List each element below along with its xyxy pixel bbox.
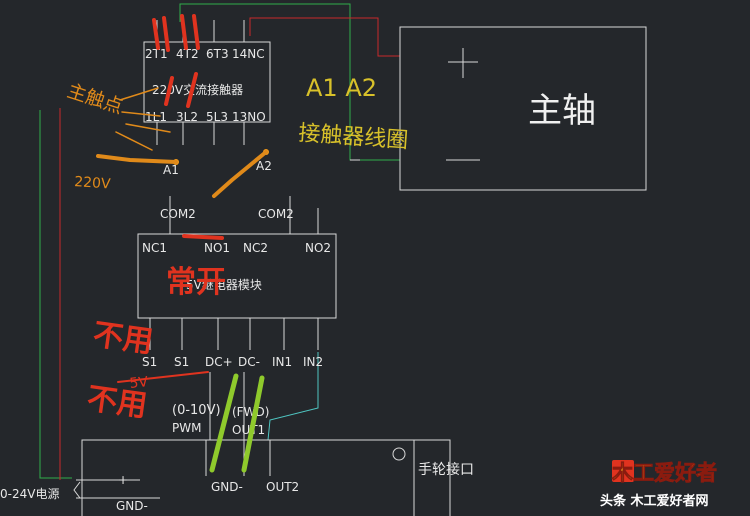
coil-a2-label: A2 bbox=[256, 159, 272, 173]
handwheel-box bbox=[413, 439, 451, 516]
watermark: 木工爱好者 头条 木工爱好者网 bbox=[600, 460, 717, 509]
green-wire-top bbox=[179, 3, 400, 161]
gnd-label: GND- bbox=[211, 480, 243, 494]
relay-pin: IN2 bbox=[303, 355, 323, 369]
power-label: 0-24V电源 bbox=[0, 487, 59, 501]
spindle-box bbox=[399, 26, 647, 191]
out1-label: OUT1 bbox=[232, 423, 265, 437]
relay-com1-label: COM2 bbox=[160, 207, 196, 221]
power-plus-label: + bbox=[118, 473, 128, 487]
relay-pin-nc2: NC2 bbox=[243, 241, 268, 255]
annotation-ignore-1: 不用 bbox=[91, 317, 155, 360]
power-gnd-label: GND- bbox=[116, 499, 148, 513]
contactor-pin: 2T1 bbox=[145, 47, 168, 61]
relay-pin: DC- bbox=[238, 355, 260, 369]
relay-label: 5V继电器模块 bbox=[186, 278, 262, 292]
spindle-plus-icon bbox=[448, 48, 478, 78]
relay-pin: S1 bbox=[142, 355, 157, 369]
annotation-strokes bbox=[96, 14, 268, 473]
green-wire-left bbox=[39, 110, 72, 479]
pwm-range-label: (0-10V) bbox=[172, 403, 221, 418]
watermark-logo-icon bbox=[612, 460, 634, 482]
pwm-label: PWM bbox=[172, 421, 201, 435]
relay-pin: S1 bbox=[174, 355, 189, 369]
relay-com2-label: COM2 bbox=[258, 207, 294, 221]
annotation-220v: 220V bbox=[74, 174, 112, 193]
annotation-5v: 5V bbox=[129, 374, 149, 392]
contactor-pin: 6T3 bbox=[206, 47, 229, 61]
out2-label: OUT2 bbox=[266, 480, 299, 494]
red-wire-top bbox=[249, 17, 400, 57]
fwd-label: (FWD) bbox=[232, 405, 269, 419]
annotation-a1a2: A1 A2 bbox=[306, 74, 377, 102]
contactor-label: 220V交流接触器 bbox=[152, 82, 243, 97]
relay-pin-no1: NO1 bbox=[204, 241, 230, 255]
relay-pin-no2: NO2 bbox=[305, 241, 331, 255]
watermark-brand: 木工爱好者 bbox=[611, 461, 717, 485]
cyan-wire bbox=[267, 352, 319, 441]
relay-pin-nc1: NC1 bbox=[142, 241, 167, 255]
relay-bottom-pins: S1 S1 DC+ DC- IN1 IN2 bbox=[142, 355, 323, 369]
mount-hole-icon bbox=[392, 447, 406, 461]
relay-box bbox=[137, 233, 337, 319]
contactor-pin: 3L2 bbox=[176, 110, 198, 124]
handwheel-label: 手轮接口 bbox=[418, 461, 474, 478]
annotation-main-contact: 主触点 bbox=[64, 80, 125, 119]
relay-top-pins: NC1 NO1 NC2 NO2 bbox=[142, 241, 331, 255]
contactor-pin: 4T2 bbox=[176, 47, 199, 61]
contactor-pin: 1L1 bbox=[145, 110, 167, 124]
contactor-pin: 5L3 bbox=[206, 110, 228, 124]
contactor-pin: 13NO bbox=[232, 110, 266, 124]
contactor-box bbox=[143, 41, 271, 123]
power-bracket-icon bbox=[73, 481, 81, 499]
watermark-credit: 头条 木工爱好者网 bbox=[600, 493, 709, 509]
annotation-ignore-2: 不用 bbox=[85, 381, 149, 424]
annotation-normally-open: 常开 bbox=[166, 265, 226, 300]
contactor-bottom-pins: 1L1 3L2 5L3 13NO bbox=[145, 110, 266, 124]
annotation-coil: 接触器线圈 bbox=[298, 121, 409, 154]
spindle-label: 主轴 bbox=[528, 91, 596, 131]
relay-pin: DC+ bbox=[205, 355, 233, 369]
contactor-top-pins: 2T1 4T2 6T3 14NC bbox=[145, 47, 265, 61]
coil-a1-label: A1 bbox=[163, 163, 179, 177]
contactor-pin: 14NC bbox=[232, 47, 265, 61]
relay-pin: IN1 bbox=[272, 355, 292, 369]
